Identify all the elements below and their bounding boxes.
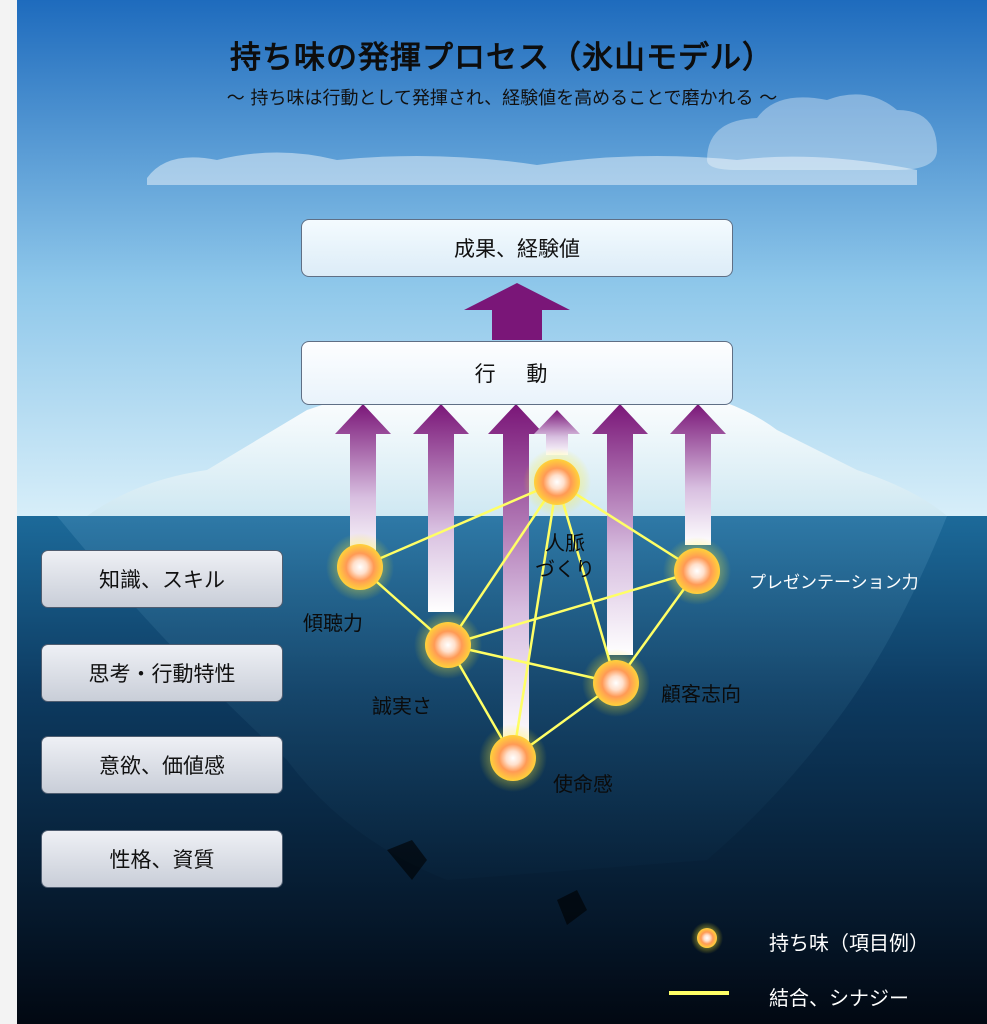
layer-personality: 性格、資質 [41,830,283,888]
page-subtitle: ～ 持ち味は行動として発揮され、経験値を高めることで磨かれる ～ [226,88,778,109]
iceberg-diagram: 持ち味の発揮プロセス（氷山モデル） ～ 持ち味は行動として発揮され、経験値を高め… [17,0,987,1024]
page-title: 持ち味の発揮プロセス（氷山モデル） [230,40,774,76]
label-networking: 人脈 づくり [535,531,595,581]
link-listening-networking [359,480,558,569]
label-mission: 使命感 [553,772,613,796]
strength-orb-listening [326,533,394,601]
legend-strength-label: 持ち味（項目例） [769,931,929,955]
strength-orbs [326,448,731,792]
strength-orb-integrity [414,611,482,679]
layer-motivation: 意欲、価値感 [41,736,283,794]
strength-arrows [335,404,726,750]
strength-orb-networking [523,448,591,516]
result-box: 成果、経験値 [301,219,733,277]
result-arrow [464,283,570,340]
strength-orb-presentation [663,537,731,605]
link-networking-mission [511,481,559,759]
link-integrity-presentation [447,569,698,647]
label-integrity: 誠実さ [372,694,432,718]
strength-orb-customer [582,649,650,717]
action-box: 行 動 [301,341,733,405]
link-networking-customer [555,481,618,684]
strength-orb-mission [479,724,547,792]
label-customer: 顧客志向 [661,682,741,706]
layer-knowledge: 知識、スキル [41,550,283,608]
legend-link-label: 結合、シナジー [769,986,909,1010]
label-presentation: プレゼンテーション力 [749,573,919,593]
label-listening: 傾聴力 [303,611,363,635]
layer-thinking: 思考・行動特性 [41,644,283,702]
